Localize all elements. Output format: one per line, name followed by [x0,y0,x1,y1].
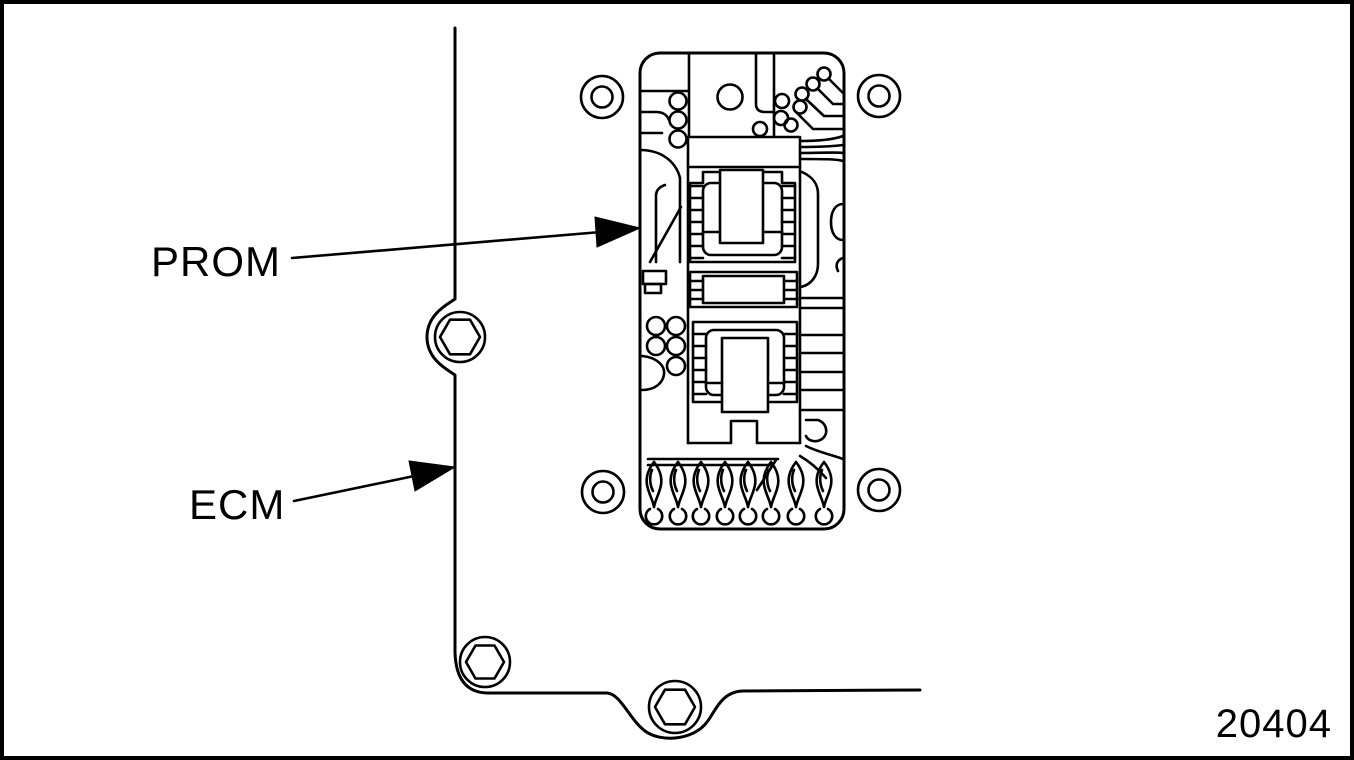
ecm-outline [425,26,922,740]
socket-bar [686,135,802,169]
hex-bolt-bottom-left [458,635,512,689]
pcb-board [638,51,846,531]
hex-bolt-bottom-center [647,679,703,735]
connector-pins [644,454,834,526]
chip-column [686,135,802,445]
prom-label: PROM [151,238,281,285]
figure-number: 20404 [1215,702,1332,746]
middle-socket [688,270,799,309]
washer-top-right [856,73,902,119]
washer-bottom-right [856,467,902,513]
pcb-traces [638,51,845,461]
washer-top-left [579,74,625,120]
lower-chip [720,336,770,414]
hex-bolt-top [433,310,487,364]
lower-socket [691,320,799,414]
ecm-label: ECM [189,481,286,528]
prom-socket [688,168,797,264]
washer-bottom-left [580,469,626,515]
ecm-leader-arrow [292,460,457,503]
prom-chip [718,168,765,245]
prom-leader-arrow [290,216,642,260]
